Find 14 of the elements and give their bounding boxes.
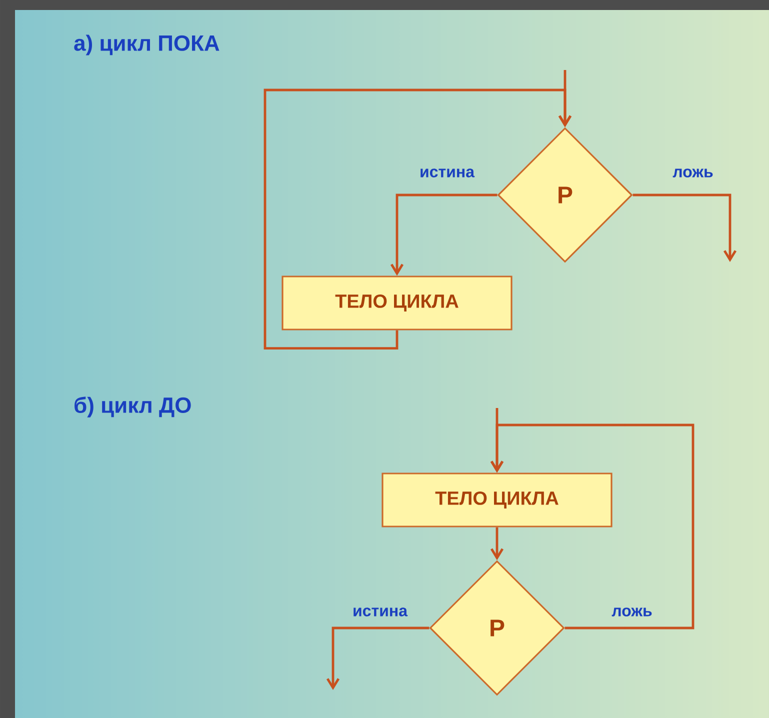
process-box: ТЕЛО ЦИКЛА (382, 472, 612, 528)
arrow (264, 88, 572, 350)
edge-label: ложь (612, 608, 652, 616)
arrow (390, 194, 498, 276)
arrow (490, 424, 694, 630)
edge-label: истина (420, 168, 475, 178)
section-heading: а) цикл ПОКА (74, 34, 220, 56)
edge-label: ложь (672, 168, 713, 178)
arrow (490, 527, 504, 560)
arrow (326, 626, 430, 690)
section-heading: б) цикл ДО (74, 396, 191, 418)
edge-label: истина (354, 608, 408, 616)
process-box: ТЕЛО ЦИКЛА (282, 276, 512, 330)
arrow (632, 194, 737, 262)
